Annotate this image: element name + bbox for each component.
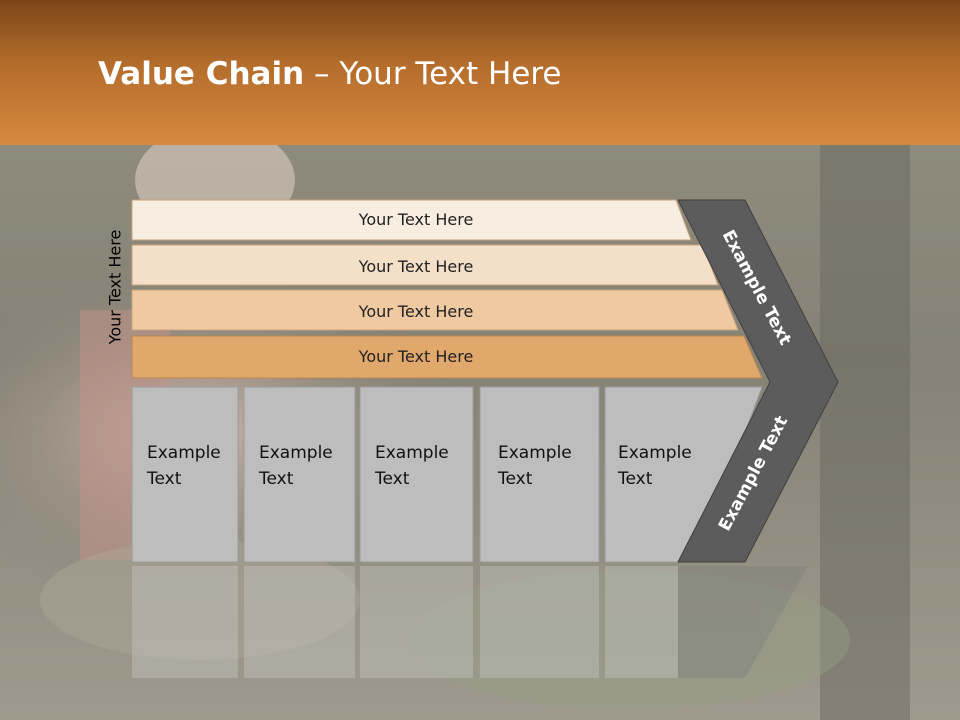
band-4: [131, 335, 763, 379]
box-3: [359, 386, 474, 563]
box-2: [243, 386, 356, 563]
band-label-2: Your Text Here: [358, 257, 474, 276]
chevron-arrow: [677, 199, 839, 563]
band-3: [131, 289, 739, 331]
box-2-line1: Example: [259, 443, 333, 463]
box-1-line1: Example: [147, 443, 221, 463]
band-2: [131, 244, 719, 286]
box-3-line1: Example: [375, 443, 449, 463]
band-label-3: Your Text Here: [358, 302, 474, 321]
box-1-line2: Text: [146, 469, 182, 489]
box-4-line2: Text: [497, 469, 533, 489]
box-5-line1: Example: [618, 443, 692, 463]
box-4: [479, 386, 600, 563]
title-bold: Value Chain: [98, 56, 305, 92]
band-label-4: Your Text Here: [358, 347, 474, 366]
box-2-line2: Text: [258, 469, 294, 489]
band-1: [131, 199, 692, 241]
box-5-line2: Text: [617, 469, 653, 489]
title-rest: – Your Text Here: [304, 56, 562, 92]
band-label-1: Your Text Here: [358, 210, 474, 229]
box-1: [131, 386, 239, 563]
header-bar: [0, 0, 960, 145]
slide-title: Value Chain – Your Text Here: [98, 56, 561, 92]
box-4-line1: Example: [498, 443, 572, 463]
box-3-line2: Text: [374, 469, 410, 489]
reflection: [132, 566, 808, 678]
